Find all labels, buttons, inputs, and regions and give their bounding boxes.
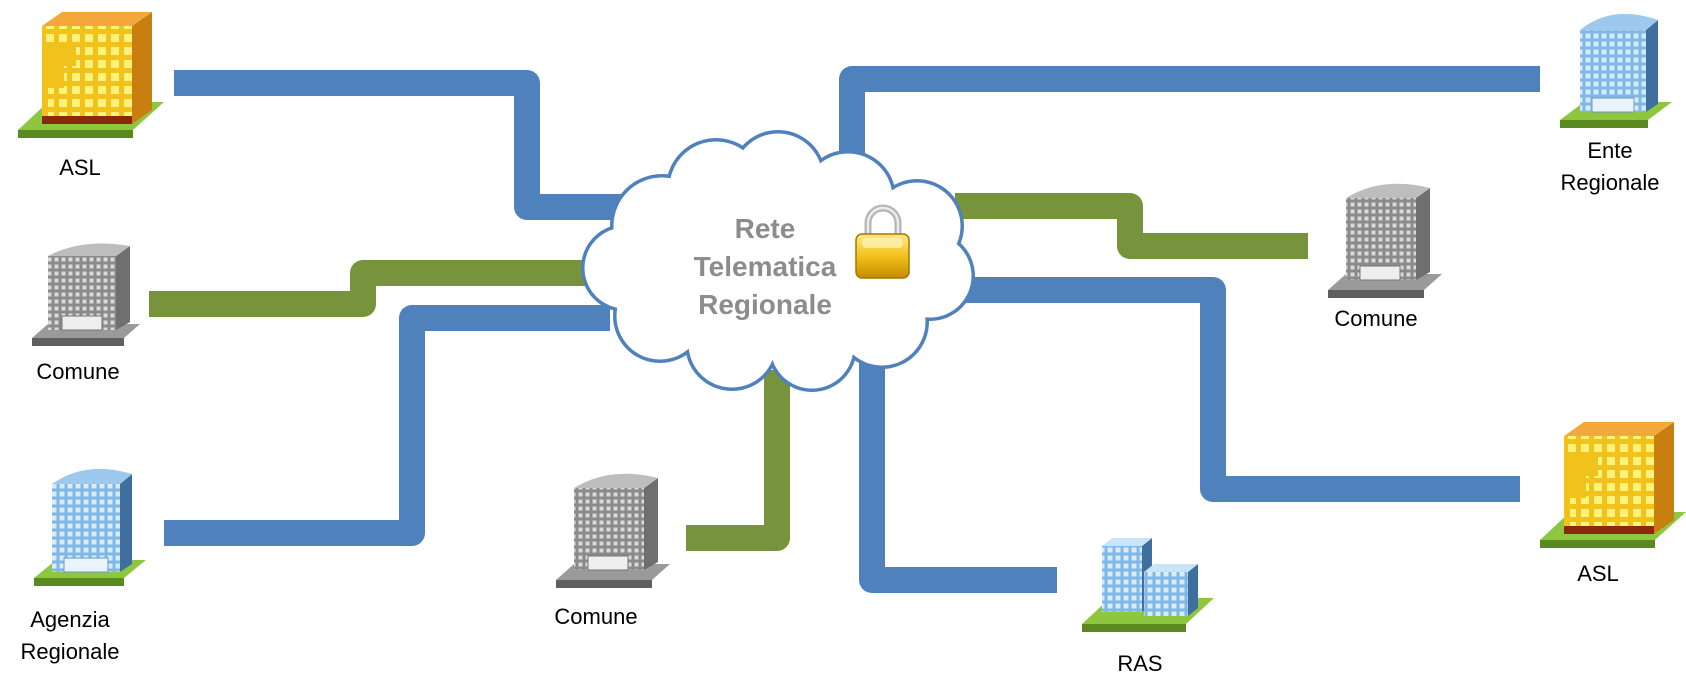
- ente-regionale-label-line-2: Regionale: [1560, 170, 1660, 195]
- link-comune-left: [149, 260, 595, 317]
- comune-bottom-label-line: Comune: [554, 604, 638, 629]
- asl-right-label-line: ASL: [1577, 561, 1619, 586]
- comune-left-building-icon: [32, 243, 140, 346]
- link-asl-right: [960, 277, 1520, 502]
- agenzia-regionale-label-line-1: Agenzia: [30, 607, 110, 632]
- asl-right-label: ASL: [1548, 558, 1648, 590]
- asl-left-label-line: ASL: [59, 155, 101, 180]
- comune-left-label-line: Comune: [36, 359, 120, 384]
- network-title-line-1: Rete: [734, 213, 796, 244]
- link-ente-regionale: [839, 66, 1540, 185]
- ente-regionale-building-icon: [1560, 13, 1672, 128]
- link-asl-left: [174, 70, 640, 220]
- comune-right-label-line: Comune: [1334, 306, 1418, 331]
- link-comune-bottom: [686, 370, 790, 551]
- agenzia-regionale-label-line-2: Regionale: [20, 639, 120, 664]
- comune-bottom-building-icon: [556, 473, 670, 588]
- asl-right-building-icon: [1540, 422, 1686, 548]
- network-title: Rete Telematica Regionale: [660, 210, 870, 324]
- asl-left-building-icon: [18, 12, 164, 138]
- link-ras: [859, 360, 1057, 593]
- comune-right-label: Comune: [1316, 303, 1436, 335]
- network-title-line-2: Telematica: [693, 251, 837, 282]
- agenzia-regionale-label: Agenzia Regionale: [10, 604, 130, 668]
- comune-bottom-label: Comune: [536, 601, 656, 633]
- link-agenzia-regionale: [164, 305, 610, 546]
- comune-right-building-icon: [1328, 183, 1442, 298]
- ras-building-icon: [1082, 538, 1214, 632]
- ente-regionale-label: Ente Regionale: [1550, 135, 1670, 199]
- ras-label: RAS: [1090, 648, 1190, 680]
- network-title-line-3: Regionale: [698, 289, 832, 320]
- link-comune-right: [955, 193, 1308, 259]
- asl-left-label: ASL: [30, 152, 130, 184]
- ras-label-line: RAS: [1117, 651, 1163, 676]
- ente-regionale-label-line-1: Ente: [1587, 138, 1633, 163]
- comune-left-label: Comune: [18, 356, 138, 388]
- agenzia-regionale-building-icon: [34, 468, 146, 586]
- cloud-icon: [581, 130, 975, 392]
- padlock-icon: [855, 204, 910, 279]
